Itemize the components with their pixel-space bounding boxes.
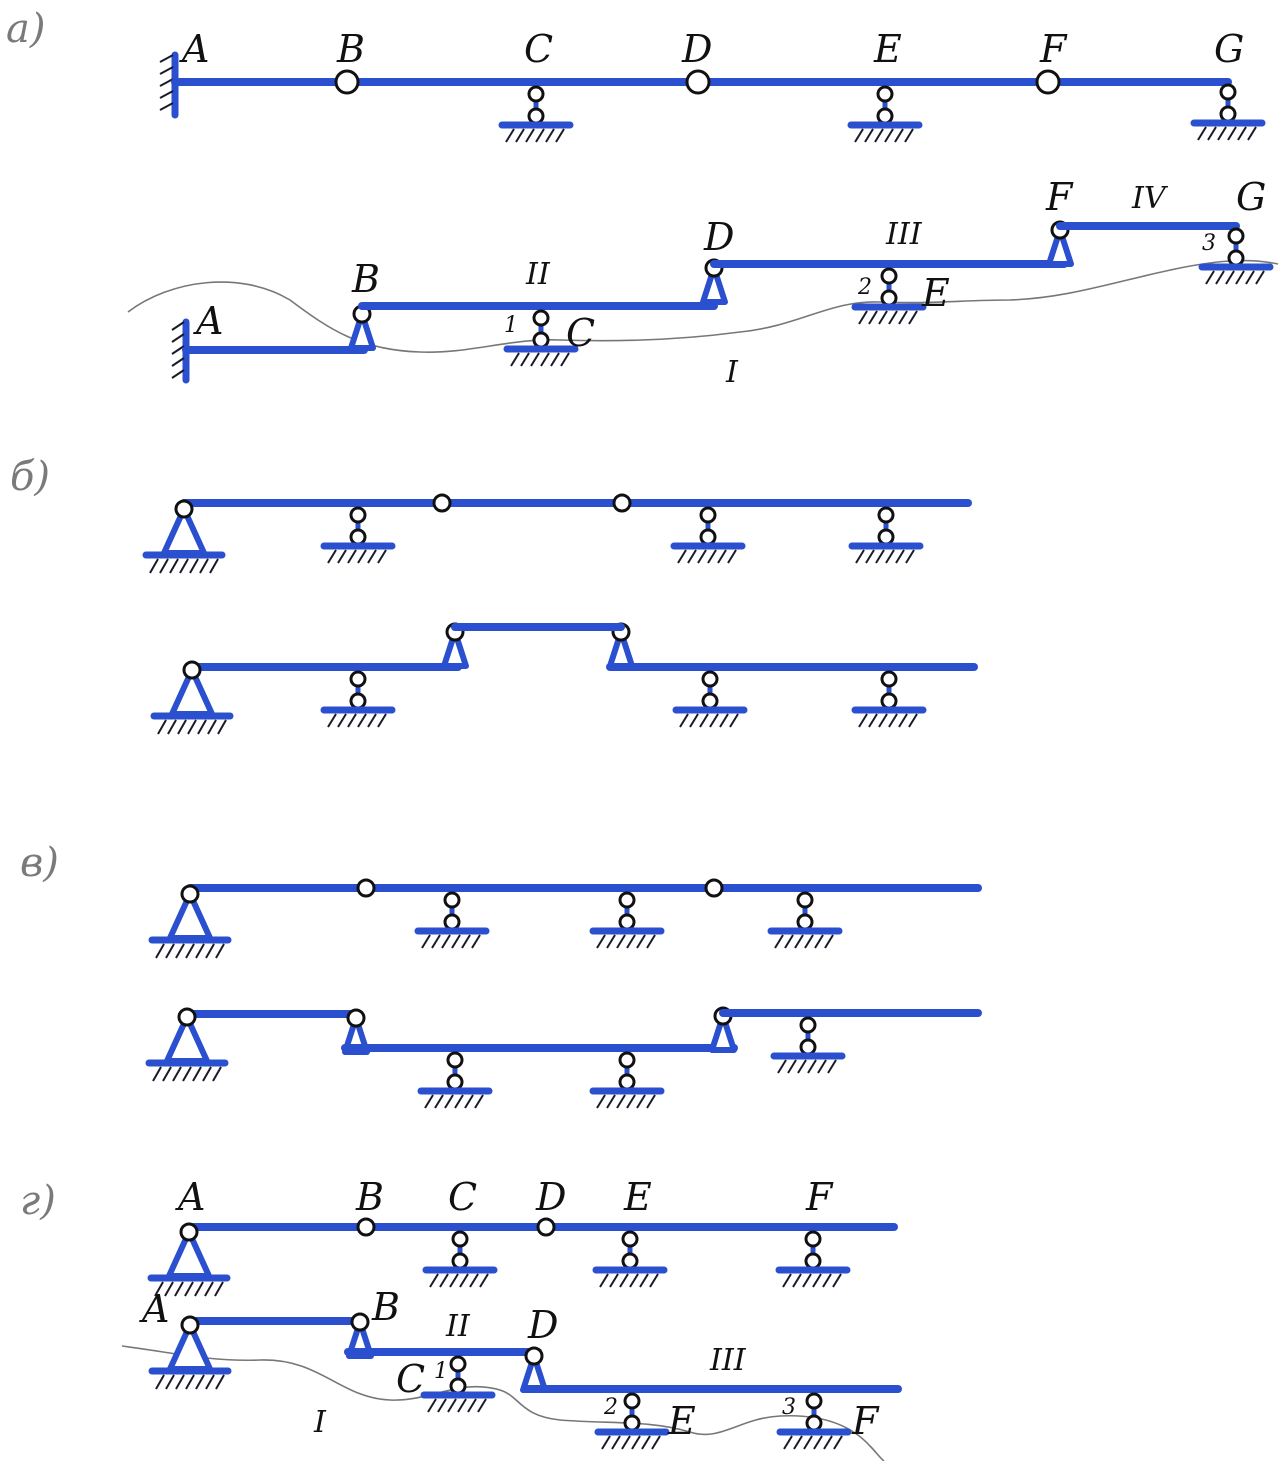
label-b2: B <box>371 1285 400 1329</box>
label-a: A <box>179 27 209 71</box>
label-d2: D <box>703 215 734 259</box>
separation-curve <box>121 1345 885 1461</box>
roman-iii: III <box>885 217 923 252</box>
support-2b <box>324 672 392 727</box>
hinge-2 <box>704 878 724 898</box>
hinge-1 <box>432 493 452 513</box>
panel-v-original-beam <box>152 878 982 958</box>
panel-label-b: б) <box>10 454 50 500</box>
label-e2: E <box>667 1399 696 1443</box>
support-2b <box>421 1053 489 1108</box>
label-g: G <box>1214 27 1244 71</box>
label-a: A <box>175 1175 205 1219</box>
panel-b-original-beam <box>146 493 972 573</box>
hinge-d <box>685 69 711 95</box>
support-number-2: 2 <box>857 275 872 300</box>
panel-label-v: в) <box>20 840 59 886</box>
support-e <box>596 1232 664 1287</box>
support-2 <box>324 508 392 563</box>
label-f2: F <box>1045 175 1074 219</box>
label-c2: C <box>396 1357 425 1401</box>
support-e <box>851 87 919 142</box>
support-3 <box>593 893 661 948</box>
label-b: B <box>336 27 365 71</box>
support-4 <box>771 893 839 948</box>
support-number-1: 1 <box>434 1359 448 1384</box>
support-c <box>502 87 570 142</box>
panel-a-floor-diagram: A B C D E F G 1 2 3 I II III IV <box>127 175 1279 390</box>
panel-g-original-beam: A B C D E F <box>151 1175 898 1296</box>
label-d: D <box>535 1175 566 1219</box>
label-c: C <box>524 27 553 71</box>
roman-ii: II <box>525 257 551 292</box>
support-3b <box>676 672 744 727</box>
support-c <box>426 1232 494 1287</box>
label-d: D <box>681 27 712 71</box>
label-e2: E <box>921 271 950 315</box>
roman-i: I <box>725 355 739 390</box>
support-g <box>1194 85 1262 140</box>
label-a2: A <box>193 299 223 343</box>
label-b: B <box>355 1175 384 1219</box>
pin-support-a <box>151 1224 227 1296</box>
roman-iii: III <box>709 1343 747 1378</box>
pin-support-1b <box>154 662 230 734</box>
roman-iv: IV <box>1131 181 1169 216</box>
support-number-2: 2 <box>603 1395 618 1420</box>
panel-g-floor-diagram: A B C D E F 1 2 3 I II III <box>121 1285 902 1461</box>
pin-support-1 <box>146 501 222 573</box>
hinge-b <box>356 1217 376 1237</box>
label-a2: A <box>139 1287 169 1331</box>
support-3 <box>674 508 742 563</box>
label-c2: C <box>566 311 595 355</box>
panel-label-g: г) <box>20 1178 56 1224</box>
support-3b <box>593 1053 661 1108</box>
hinge-2 <box>612 493 632 513</box>
panel-v-floor-diagram <box>149 1008 982 1108</box>
seat-b <box>351 306 373 348</box>
pin-support-1 <box>152 886 228 958</box>
label-f2: F <box>851 1399 880 1443</box>
roman-i: I <box>313 1405 327 1440</box>
label-e: E <box>623 1175 652 1219</box>
label-d2: D <box>527 1303 558 1347</box>
support-4 <box>852 508 920 563</box>
panel-a-original-beam: A B C D E F G <box>159 27 1262 142</box>
separation-curve <box>127 259 1279 353</box>
label-f: F <box>805 1175 834 1219</box>
label-e: E <box>873 27 902 71</box>
seat-d <box>523 1348 545 1390</box>
panel-label-a: а) <box>6 6 45 52</box>
label-c: C <box>448 1175 477 1219</box>
label-b2: B <box>351 257 380 301</box>
hinge-d <box>536 1217 556 1237</box>
support-number-3: 3 <box>782 1395 796 1420</box>
label-g2: G <box>1236 175 1266 219</box>
support-4b <box>774 1018 842 1073</box>
fixed-wall-hatch <box>159 54 174 111</box>
support-number-1: 1 <box>504 313 518 338</box>
panel-b-floor-diagram <box>154 624 978 734</box>
roman-ii: II <box>445 1309 471 1344</box>
hinge-1 <box>356 878 376 898</box>
support-2 <box>418 893 486 948</box>
hinge-f <box>1035 69 1061 95</box>
hinge-b <box>334 69 360 95</box>
pin-support-1b <box>149 1009 225 1081</box>
support-number-3: 3 <box>1202 231 1216 256</box>
support-f <box>779 1232 847 1287</box>
fixed-wall-hatch-2 <box>171 321 185 379</box>
support-4b <box>855 672 923 727</box>
label-f: F <box>1039 27 1068 71</box>
